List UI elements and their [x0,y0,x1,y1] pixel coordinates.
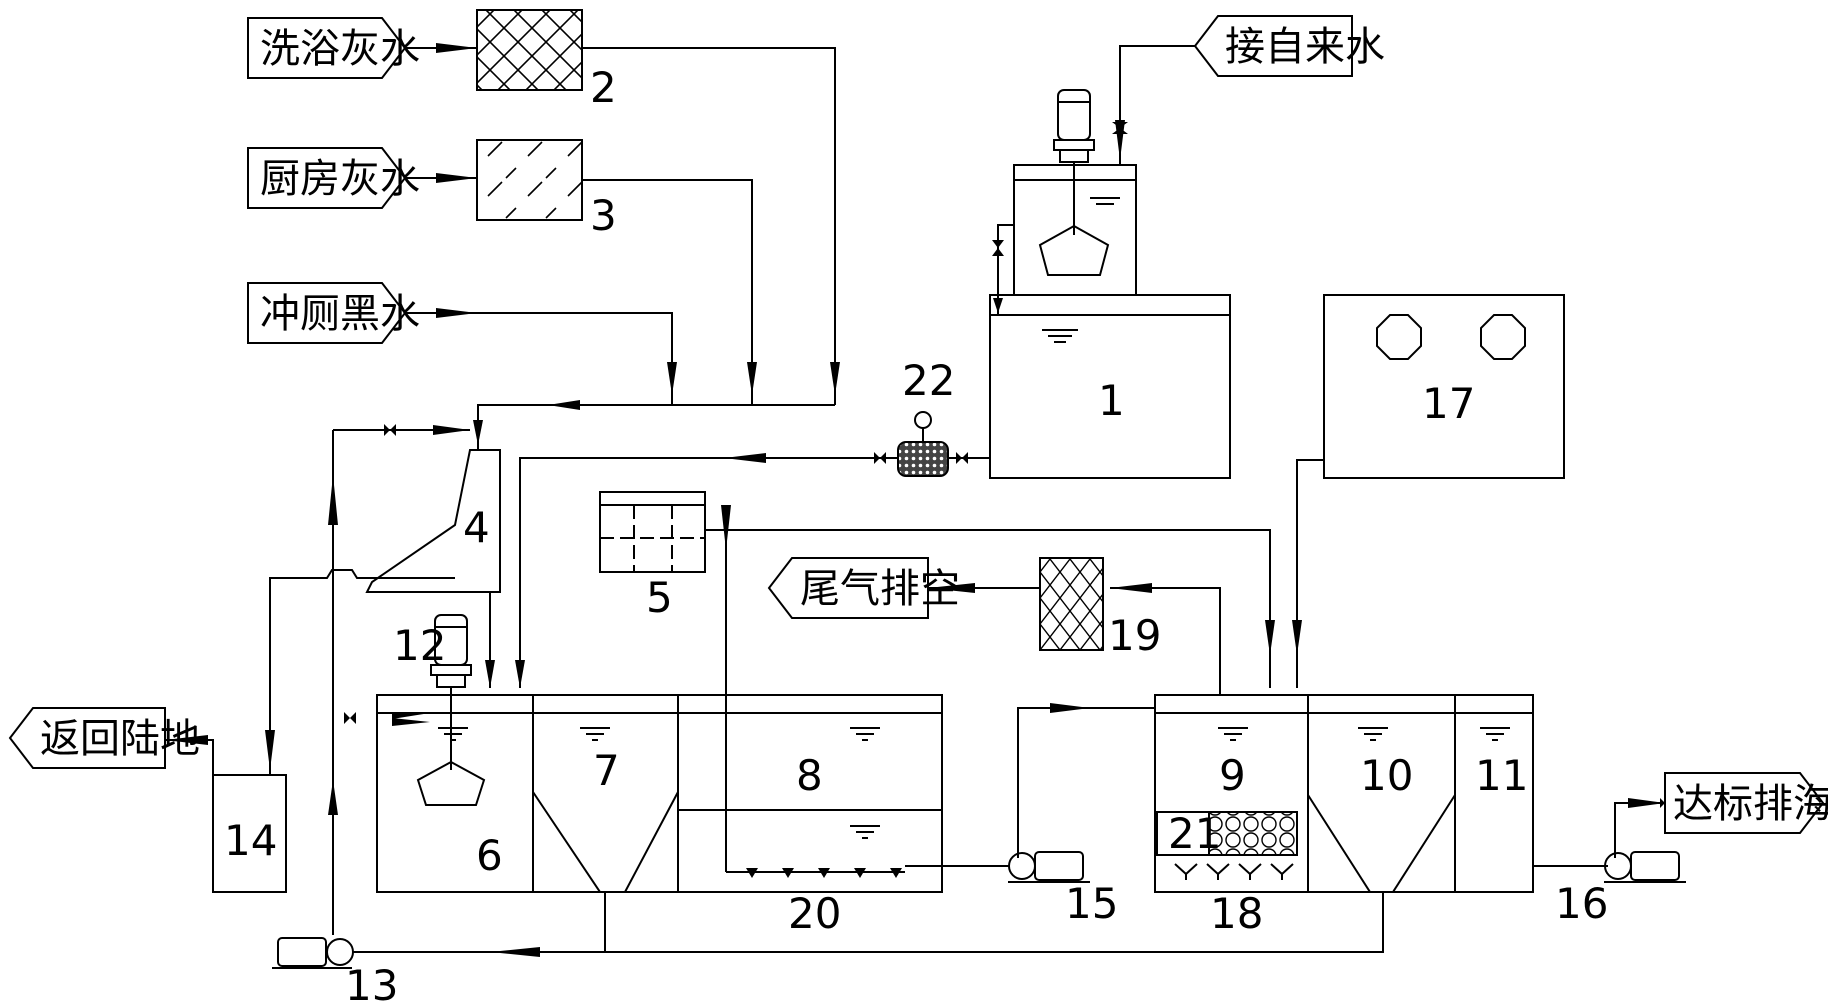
screen-4 [365,449,501,593]
unit-label-12: 12 [393,621,446,670]
flow-arrows [165,43,1665,957]
unit-label-7: 7 [593,746,620,795]
unit-label-1: 1 [1098,376,1125,425]
mixer-icon [1038,224,1110,276]
mixer-motor-dosing [1038,89,1110,276]
unit-label-18: 18 [1210,889,1263,938]
discharge-sea-tag [1664,772,1825,834]
blower-room-17 [1323,294,1565,479]
meter-icon [914,411,932,429]
diffuser-cups-18 [1174,863,1294,880]
kitchen-greywater-tag [247,147,407,209]
unit-label-10: 10 [1360,751,1413,800]
sludge-tank-14 [212,774,287,893]
tap-water-label: 接自来水 [1225,24,1385,70]
unit-label-13: 13 [345,961,398,1007]
return-land-label: 返回陆地 [40,716,200,762]
tank-block-9-11 [1154,694,1534,893]
unit-label-15: 15 [1065,879,1118,928]
unit-label-2: 2 [590,63,617,112]
unit-label-21: 21 [1168,809,1221,858]
diffuser-icons [746,868,902,878]
biofilter-19 [1039,557,1104,651]
unit-label-9: 9 [1219,751,1246,800]
unit-label-11: 11 [1475,751,1528,800]
toilet-blackwater-label: 冲厕黑水 [260,291,420,337]
pump-icon [277,937,327,967]
unit-label-20: 20 [788,889,841,938]
pump-icon [1008,852,1036,880]
motor-icon [1057,89,1091,141]
unit-label-22: 22 [902,356,955,405]
valve-icon [344,122,1128,724]
return-land-tag [8,707,166,769]
pump-icon [1604,852,1632,880]
bath-prefilter-2 [476,9,583,91]
bath-greywater-label: 洗浴灰水 [260,26,420,72]
unit-label-4: 4 [463,503,490,552]
unit-label-14: 14 [224,816,277,865]
bath-greywater-tag [247,17,407,79]
discharge-sea-label: 达标排海 [1673,781,1828,827]
toilet-blackwater-tag [247,282,407,344]
unit-label-16: 16 [1555,879,1608,928]
unit-label-6: 6 [476,831,503,880]
meter-22 [897,411,949,477]
unit-label-8: 8 [796,751,823,800]
unit-label-5: 5 [646,573,673,622]
exhaust-vent-tag [767,557,929,619]
tank-block-6-8 [376,694,943,893]
unit-label-19: 19 [1108,611,1161,660]
exhaust-vent-label: 尾气排空 [800,566,960,612]
unit-label-3: 3 [590,191,617,240]
pump-16 [1604,851,1686,883]
kitchen-greywater-label: 厨房灰水 [260,156,420,202]
pump-15 [1008,851,1090,883]
kitchen-grease-trap-3 [476,139,583,221]
mixer-motor-12 [416,614,486,806]
unit-5 [599,491,706,573]
tap-water-tag [1193,15,1353,77]
unit-label-17: 17 [1422,379,1475,428]
pump-13 [272,937,366,969]
mixer-icon [416,760,486,806]
